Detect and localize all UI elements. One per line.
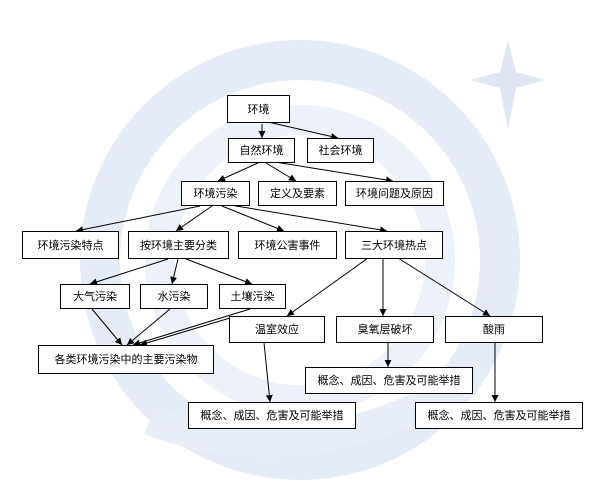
edge-pollution-classification [175,205,213,232]
node-air-pollution: 大气污染 [60,284,130,309]
edge-hotspots-greenhouse [286,257,369,317]
node-social-environment: 社会环境 [307,138,374,163]
edge-natural-pollution [217,162,259,182]
node-soil-pollution: 土壤污染 [219,284,286,309]
node-natural-environment: 自然环境 [228,138,295,163]
edge-greenhouse-detail [263,342,273,403]
node-acid-rain: 酸雨 [445,316,543,343]
edge-air-pollutants [91,308,123,346]
star-icon [470,40,545,130]
edge-water-pollutants [126,308,171,346]
edge-greenhouse-pollutants [139,317,231,347]
edge-class-air [89,258,169,286]
node-environmental-pollution: 环境污染 [181,181,250,206]
edge-class-soil [185,258,253,285]
node-greenhouse-effect: 温室效应 [229,316,325,343]
node-three-hotspots: 三大环境热点 [345,231,443,259]
node-water-pollution: 水污染 [140,284,208,309]
edge-pollution-hotspots [229,204,388,234]
node-root: 环境 [227,95,290,123]
node-classification: 按环境主要分类 [128,231,229,259]
edge-pollution-hazard [221,205,285,232]
node-definition-elements: 定义及要素 [258,181,337,206]
node-detail-ozone: 概念、成因、危害及可能举措 [305,367,473,394]
edge-class-water [170,258,179,285]
edge-pollution-features [75,205,201,234]
node-env-problems-causes: 环境问题及原因 [345,181,444,206]
edge-hotspots-acid [397,257,491,317]
edge-root-social [267,121,339,140]
edge-natural-definition [265,162,297,182]
node-ozone-depletion: 臭氧层破坏 [336,316,434,343]
edge-natural-problems [274,161,394,184]
edge-soil-pollutants [132,308,251,347]
node-pollution-features: 环境污染特点 [22,231,119,259]
node-major-pollutants: 各类环境污染中的主要污染物 [38,345,214,374]
node-public-hazard-events: 环境公害事件 [238,231,337,259]
node-detail-acid-rain: 概念、成因、危害及可能举措 [415,402,583,429]
node-detail-greenhouse: 概念、成因、危害及可能举措 [188,402,356,429]
